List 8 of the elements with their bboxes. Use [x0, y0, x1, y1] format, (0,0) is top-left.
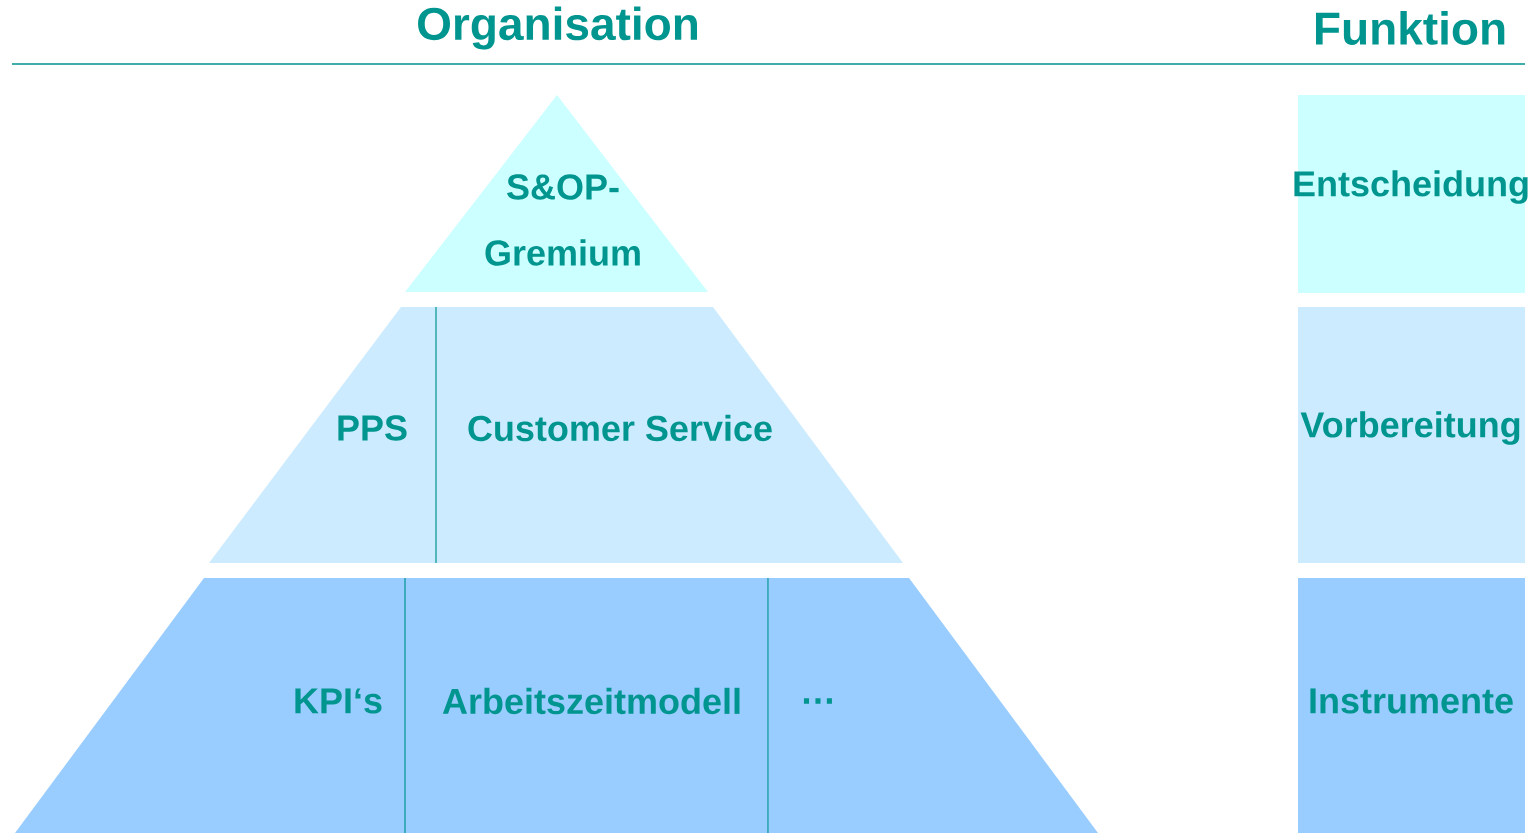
- pyramid-tier: S&OP- Gremium: [405, 95, 708, 292]
- pyramid-tier: KPI‘s Arbeitszeitmodell …: [15, 577, 1098, 833]
- function-box: Instrumente: [1298, 578, 1525, 833]
- pyramid-tier: PPS Customer Service: [209, 306, 903, 564]
- function-box: Entscheidung: [1294, 95, 1528, 293]
- function-box: Vorbereitung: [1298, 307, 1525, 563]
- column-heading: Funktion: [1316, 11, 1505, 45]
- column-heading: Organisation: [418, 6, 698, 50]
